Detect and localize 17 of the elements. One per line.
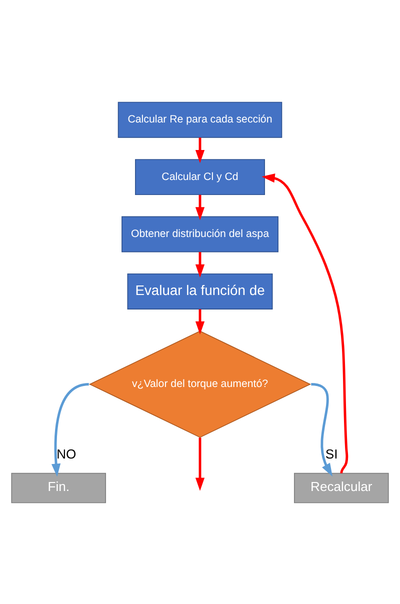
arrow [311,382,332,476]
arrow [195,194,205,220]
node-diamond: v¿Valor del torque aumentó? [88,330,312,438]
node-box: Calcular Re para cada sección [118,101,282,138]
arrow [262,173,348,474]
edge-label: NO [56,446,76,461]
node-box: Calcular Cl y Cd [135,158,265,195]
arrow [195,308,205,334]
edge-label: SI [325,446,338,461]
node-box: Evaluar la función de [127,272,273,309]
arrow [195,252,205,277]
arrow [51,382,90,476]
node-box: Obtener distribución del aspa [122,216,278,252]
node-box: Fin. [11,472,106,503]
arrow [195,137,205,163]
node-box: Recalcular [294,472,389,503]
arrow [195,437,205,490]
